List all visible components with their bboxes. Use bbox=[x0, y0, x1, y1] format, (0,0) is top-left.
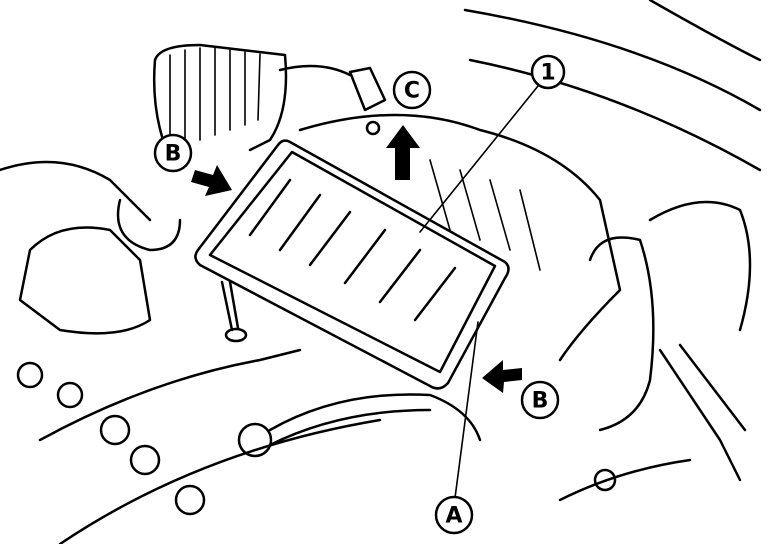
callout-b-right-label: B bbox=[532, 389, 549, 414]
callout-b-left: B bbox=[153, 133, 193, 173]
arrow-b-right bbox=[482, 360, 522, 393]
callout-c: C bbox=[392, 70, 432, 110]
arrow-c-up bbox=[386, 125, 420, 180]
callout-a-label: A bbox=[445, 504, 462, 529]
leader-line-1 bbox=[419, 85, 539, 233]
cover-slots bbox=[248, 178, 457, 322]
battery bbox=[16, 348, 382, 544]
callout-c-label: C bbox=[404, 79, 420, 104]
callout-b-right: B bbox=[520, 380, 560, 420]
sensor-connector bbox=[278, 64, 387, 136]
air-cleaner-cover bbox=[194, 139, 510, 390]
callout-a: A bbox=[434, 495, 474, 535]
battery-cable bbox=[268, 393, 482, 447]
left-reservoir bbox=[0, 160, 182, 335]
arrow-b-left bbox=[191, 165, 232, 196]
air-cleaner-housing bbox=[298, 113, 622, 362]
bolt bbox=[220, 280, 248, 343]
leader-line-a bbox=[454, 321, 479, 499]
callout-b-left-label: B bbox=[165, 142, 182, 167]
callout-1-label: 1 bbox=[540, 61, 555, 86]
callout-1: 1 bbox=[530, 54, 566, 90]
right-hoses bbox=[558, 200, 752, 502]
hood-edge-lines bbox=[463, 0, 762, 172]
